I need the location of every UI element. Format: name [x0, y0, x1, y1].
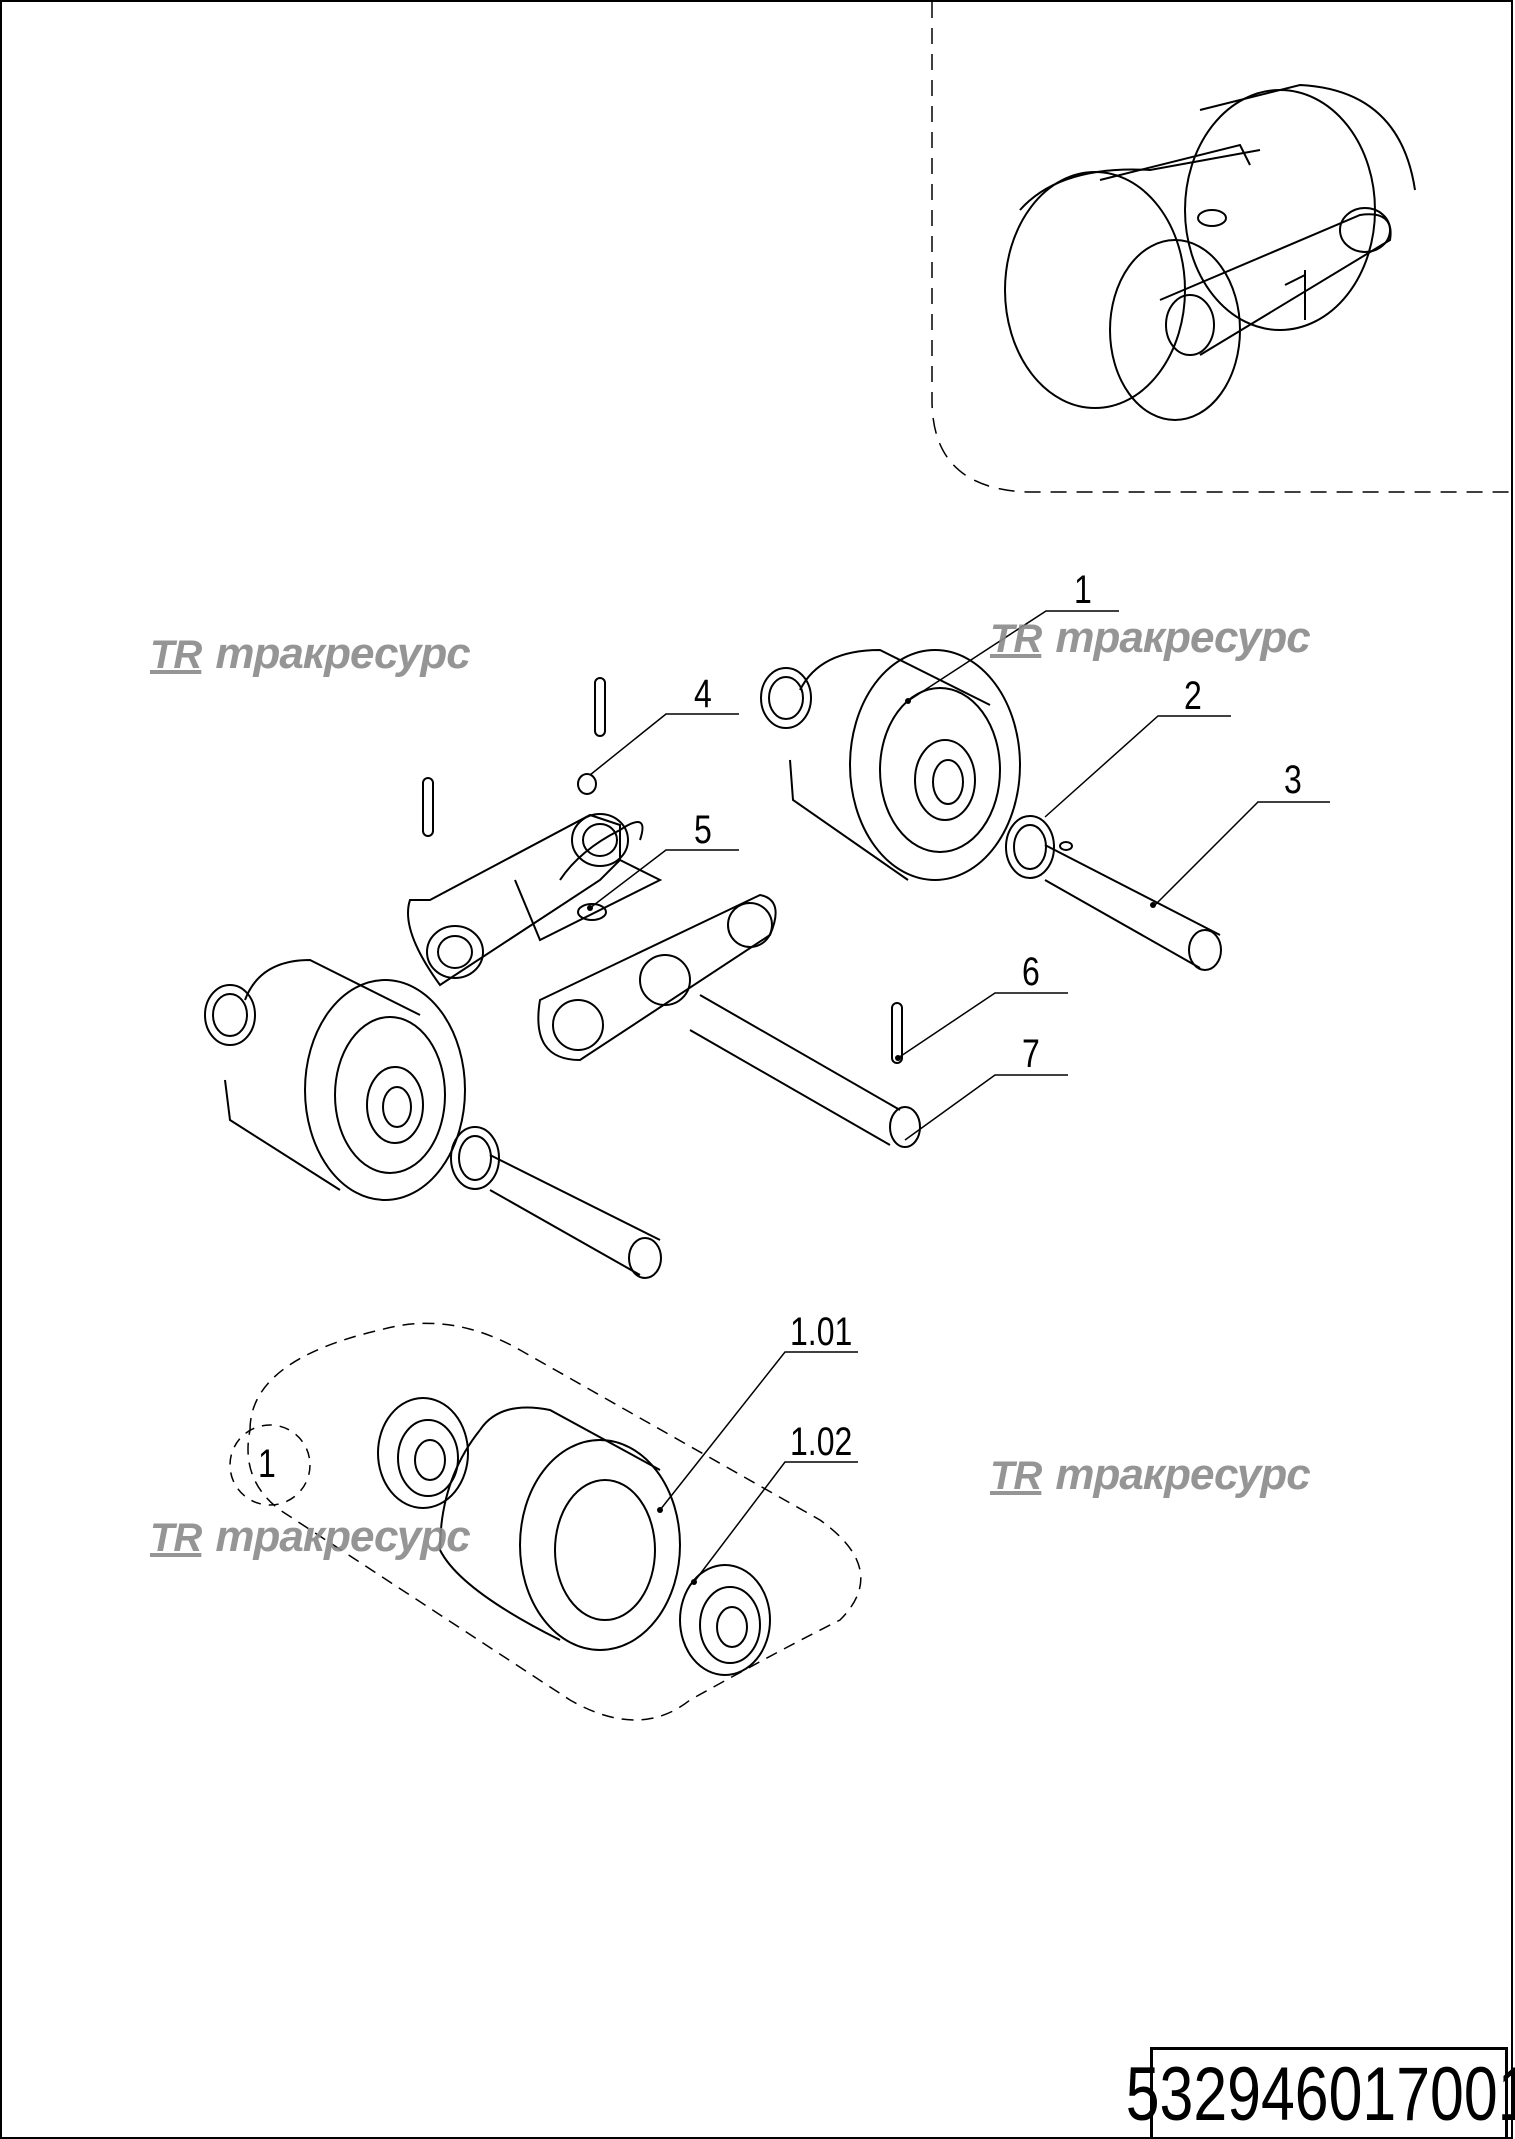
watermark: TR тракресурс: [150, 629, 471, 678]
bracket-part-5: [407, 813, 777, 1062]
watermark-logo: TR: [990, 1454, 1042, 1498]
roller-body-part-1-01: [439, 1406, 681, 1651]
assembled-roller-view: [1004, 83, 1416, 421]
callout-1: 1: [1074, 568, 1092, 612]
detail-boundary: [247, 1322, 862, 1721]
detail-reference-circle: [229, 1424, 311, 1506]
watermark-text: тракресурс: [1055, 1450, 1310, 1499]
bearing-part-1-02: [377, 1397, 771, 1676]
document-number-box: 532946017001: [1126, 2047, 1515, 2139]
assembly-view-boundary: [931, 2, 1512, 493]
callout-2: 2: [1184, 674, 1202, 718]
watermark-text: тракресурс: [215, 629, 470, 678]
watermark: TR тракресурс: [990, 1450, 1311, 1499]
leader-dots: [587, 698, 1156, 1585]
watermark-text: тракресурс: [215, 1512, 470, 1561]
callout-4: 4: [694, 672, 712, 716]
callout-1-02: 1.02: [790, 1420, 853, 1464]
watermark-logo: TR: [150, 1516, 202, 1560]
callout-6: 6: [1022, 950, 1040, 994]
roller-lower: [204, 958, 662, 1279]
callout-leaders: [589, 610, 1330, 1583]
detail-reference-label: 1: [258, 1442, 276, 1486]
axle-part-3: [1044, 841, 1222, 971]
watermark: TR тракресурс: [990, 613, 1311, 662]
callout-3: 3: [1284, 758, 1302, 802]
roller-part-1: [760, 648, 1021, 881]
callout-5: 5: [694, 808, 712, 852]
axle-part-7: [689, 994, 921, 1148]
pin-parts: [422, 677, 903, 1064]
washer-part-2: [1005, 815, 1055, 879]
watermark-logo: TR: [150, 633, 202, 677]
watermark-logo: TR: [990, 617, 1042, 661]
callout-1-01: 1.01: [790, 1310, 853, 1354]
watermark-text: тракресурс: [1055, 613, 1310, 662]
document-number: 532946017001: [1126, 2052, 1515, 2137]
callout-7: 7: [1022, 1032, 1040, 1076]
watermark: TR тракресурс: [150, 1512, 471, 1561]
